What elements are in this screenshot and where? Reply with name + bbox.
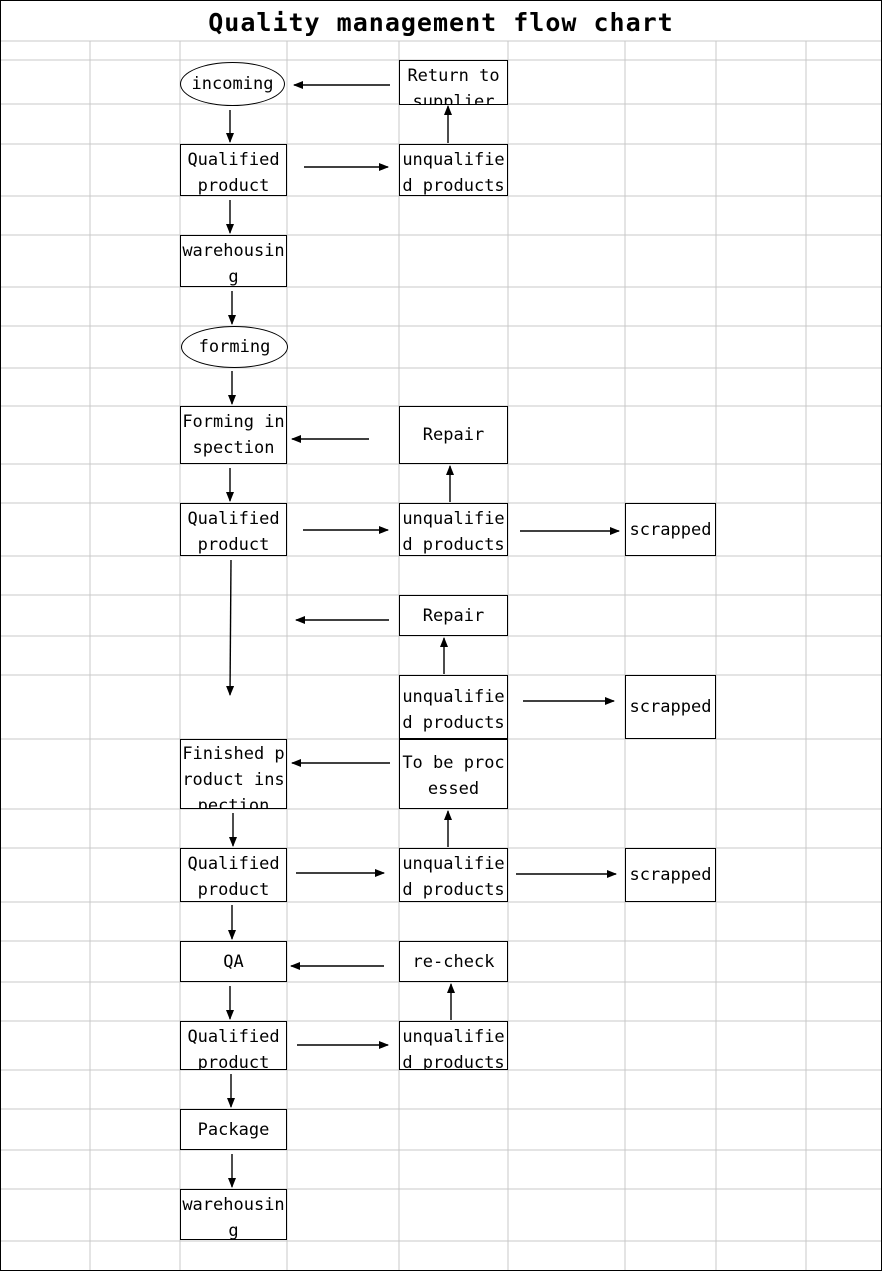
- node-scrapped-3-label: scrapped: [629, 865, 712, 885]
- node-unqualified-products-2: unqualified products: [399, 503, 508, 556]
- node-re-check: re-check: [399, 941, 508, 982]
- node-unqualified-products-3: unqualified products: [399, 675, 508, 739]
- node-return-to-supplier-label: Return to supplier: [407, 66, 500, 105]
- node-forming-inspection-label: Forming inspection: [182, 412, 285, 458]
- node-qualified-product-4: Qualified product: [180, 1021, 287, 1070]
- node-package: Package: [180, 1109, 287, 1150]
- node-finished-product-inspection: Finished product inspection: [180, 739, 287, 809]
- node-warehousing-1: warehousing: [180, 235, 287, 287]
- node-qualified-product-3-label: Qualified product: [187, 854, 280, 900]
- node-incoming-label: incoming: [191, 74, 274, 94]
- node-to-be-processed: To be processed: [399, 739, 508, 809]
- node-scrapped-1: scrapped: [625, 503, 716, 556]
- node-warehousing-1-label: warehousing: [182, 241, 285, 287]
- node-unqualified-products-5: unqualified products: [399, 1021, 508, 1070]
- node-scrapped-2: scrapped: [625, 675, 716, 739]
- node-return-to-supplier: Return to supplier: [399, 60, 508, 105]
- flow-arrow: [226, 559, 235, 696]
- node-scrapped-1-label: scrapped: [629, 519, 712, 540]
- node-warehousing-2: warehousing: [180, 1189, 287, 1240]
- node-to-be-processed-label: To be processed: [402, 753, 505, 799]
- node-unqualified-products-1: unqualified products: [399, 144, 508, 196]
- node-unqualified-products-5-label: unqualified products: [402, 1027, 505, 1070]
- node-incoming: incoming: [180, 62, 285, 106]
- node-unqualified-products-4: unqualified products: [399, 848, 508, 902]
- node-qa-label: QA: [223, 951, 244, 972]
- node-forming-label: forming: [198, 337, 271, 357]
- node-qualified-product-3: Qualified product: [180, 848, 287, 902]
- node-qa: QA: [180, 941, 287, 982]
- node-qualified-product-2: Qualified product: [180, 503, 287, 556]
- node-package-label: Package: [197, 1119, 270, 1140]
- page-title: Quality management flow chart: [208, 8, 674, 37]
- node-forming: forming: [181, 326, 288, 368]
- node-finished-product-inspection-label: Finished product inspection: [182, 744, 285, 809]
- node-scrapped-2-label: scrapped: [629, 697, 712, 717]
- node-repair-2: Repair: [399, 595, 508, 636]
- node-qualified-product-1-label: Qualified product: [187, 150, 280, 196]
- node-repair-1: Repair: [399, 406, 508, 464]
- node-qualified-product-2-label: Qualified product: [187, 509, 280, 555]
- node-scrapped-3: scrapped: [625, 848, 716, 902]
- node-repair-1-label: Repair: [422, 425, 485, 445]
- node-forming-inspection: Forming inspection: [180, 406, 287, 464]
- node-qualified-product-4-label: Qualified product: [187, 1027, 280, 1070]
- node-warehousing-2-label: warehousing: [182, 1195, 285, 1240]
- node-unqualified-products-2-label: unqualified products: [402, 509, 505, 555]
- node-unqualified-products-3-label: unqualified products: [402, 687, 505, 733]
- node-repair-2-label: Repair: [422, 605, 485, 626]
- node-re-check-label: re-check: [412, 951, 495, 972]
- node-qualified-product-1: Qualified product: [180, 144, 287, 196]
- node-unqualified-products-4-label: unqualified products: [402, 854, 505, 900]
- node-unqualified-products-1-label: unqualified products: [402, 150, 505, 196]
